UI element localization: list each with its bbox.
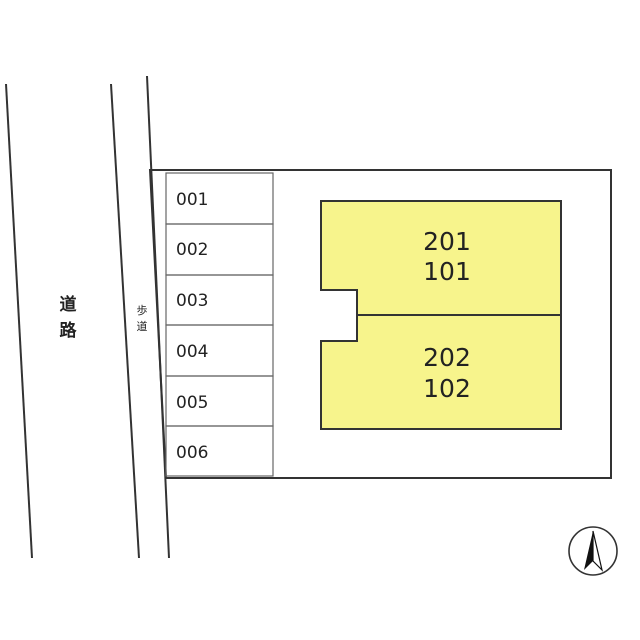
- road-label-1: 道: [60, 294, 77, 315]
- parking-slot-label: 002: [176, 240, 208, 260]
- road-label-2: 路: [60, 320, 78, 341]
- parking-area: 001 002 003 004 005 006: [165, 172, 274, 477]
- sidewalk-label-1: 歩: [137, 303, 148, 317]
- parking-slot-label: 001: [176, 190, 208, 210]
- parking-slot: [165, 425, 274, 477]
- north-arrow-icon: [568, 526, 618, 576]
- unit-label-lower: 102: [423, 374, 471, 403]
- parking-slot-label: 003: [176, 291, 208, 311]
- parking-slot-label: 006: [176, 443, 208, 463]
- site-boundary: [148, 169, 612, 479]
- unit-label-lower: 101: [423, 257, 471, 286]
- road-edge-right: [110, 83, 140, 559]
- unit-label-upper: 202: [423, 343, 471, 372]
- sidewalk-label-2: 道: [137, 319, 148, 333]
- road-edge-left: [5, 83, 33, 559]
- parking-slot-label: 005: [176, 393, 208, 413]
- parking-slot-label: 004: [176, 342, 208, 362]
- unit-label-upper: 201: [423, 227, 471, 256]
